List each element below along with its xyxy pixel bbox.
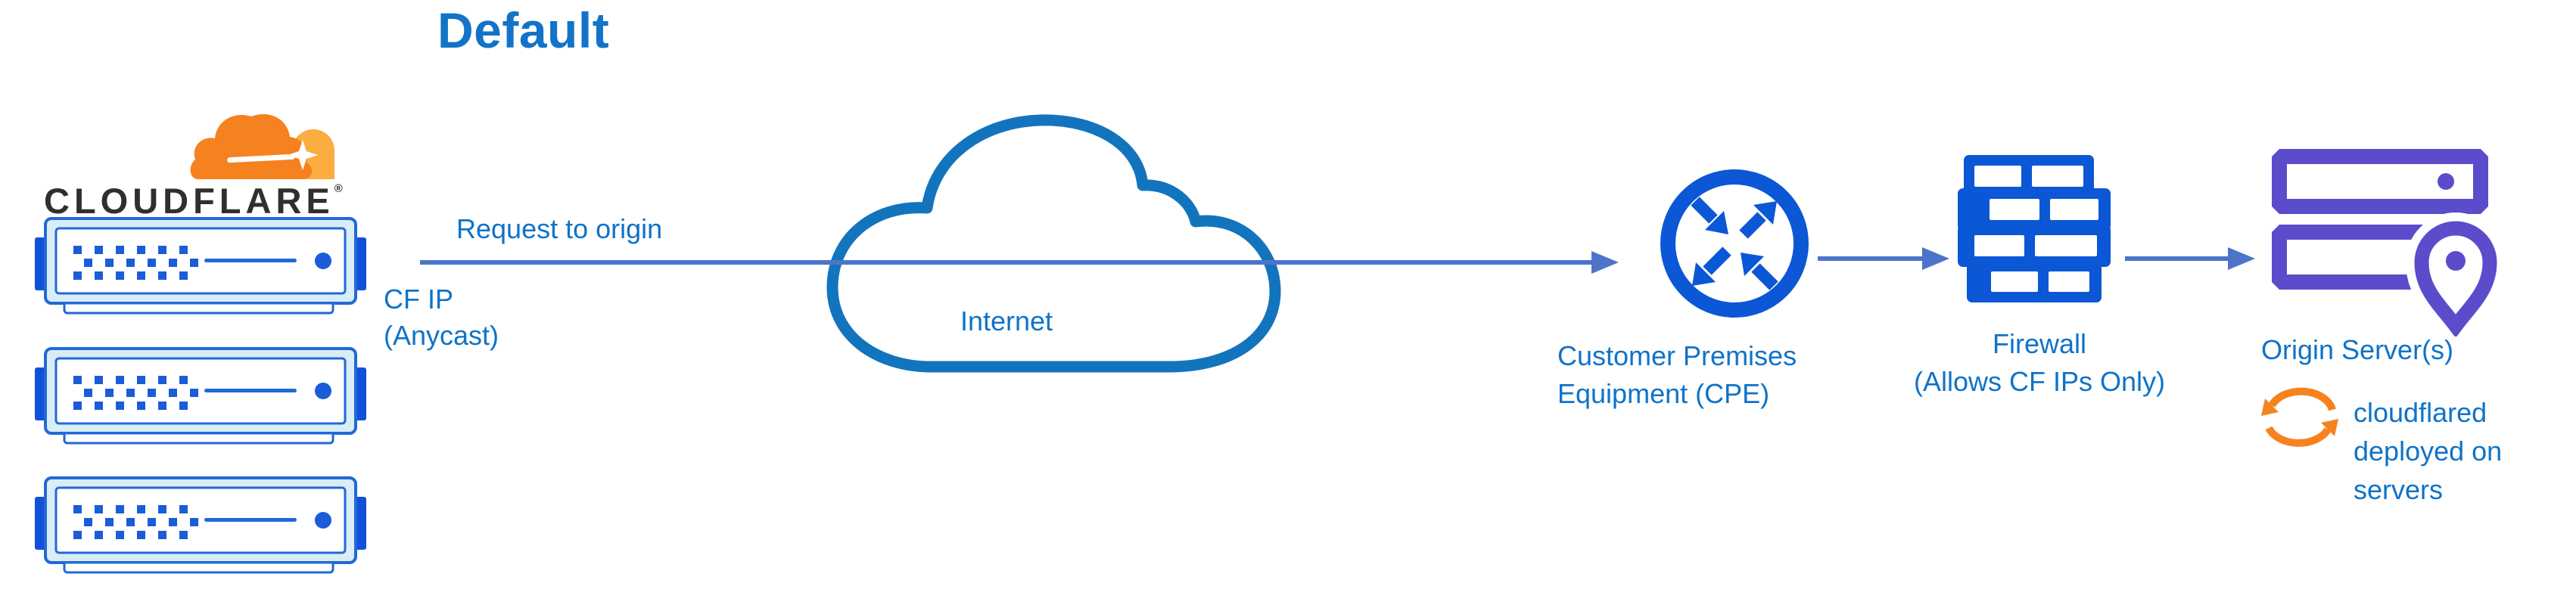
firewall-label: Firewall (Allows CF IPs Only) — [1862, 325, 2217, 401]
cloudflare-wordmark-text: CLOUDFLARE — [44, 181, 334, 221]
flow-line-main — [420, 260, 1593, 265]
arrowhead-to-cpe — [1591, 251, 1619, 274]
cpe-label: Customer Premises Equipment (CPE) — [1557, 337, 1797, 413]
cf-ip-anycast-label: CF IP (Anycast) — [384, 281, 499, 354]
cpe-label-line2: Equipment (CPE) — [1557, 378, 1770, 409]
flow-line-cpe-firewall — [1818, 256, 1924, 261]
arrowhead-to-origin — [2228, 247, 2255, 270]
request-to-origin-label: Request to origin — [456, 213, 663, 244]
registered-mark: ® — [334, 182, 343, 195]
cloudflare-wordmark: CLOUDFLARE® — [44, 180, 343, 222]
diagram-title: Default — [437, 2, 610, 58]
cpe-router-icon — [1660, 169, 1809, 318]
cloudflared-note-line3: servers — [2354, 474, 2444, 505]
firewall-label-line1: Firewall — [1992, 328, 2086, 359]
flow-line-firewall-origin — [2125, 256, 2229, 261]
cpe-label-line1: Customer Premises — [1557, 340, 1797, 371]
edge-server-icon — [34, 476, 367, 574]
arrowhead-to-firewall — [1922, 247, 1949, 270]
origin-server-label: Origin Server(s) — [2261, 334, 2454, 365]
cf-ip-line2: (Anycast) — [384, 320, 499, 351]
cloudflared-sync-icon — [2261, 387, 2338, 447]
internet-label: Internet — [960, 305, 1053, 336]
edge-server-icon — [34, 347, 367, 445]
firewall-icon — [1958, 155, 2111, 302]
cloudflared-note: cloudflared deployed on servers — [2354, 393, 2502, 509]
firewall-label-line2: (Allows CF IPs Only) — [1913, 366, 2166, 397]
cloudflared-note-line1: cloudflared — [2354, 397, 2487, 428]
cf-ip-line1: CF IP — [384, 284, 454, 315]
edge-server-icon — [34, 217, 367, 315]
location-pin-icon — [2405, 212, 2497, 336]
origin-server-icon — [2272, 149, 2497, 336]
cloudflare-logo-icon — [190, 114, 334, 179]
internet-cloud-icon — [826, 114, 1281, 373]
cloudflared-note-line2: deployed on — [2354, 436, 2503, 467]
